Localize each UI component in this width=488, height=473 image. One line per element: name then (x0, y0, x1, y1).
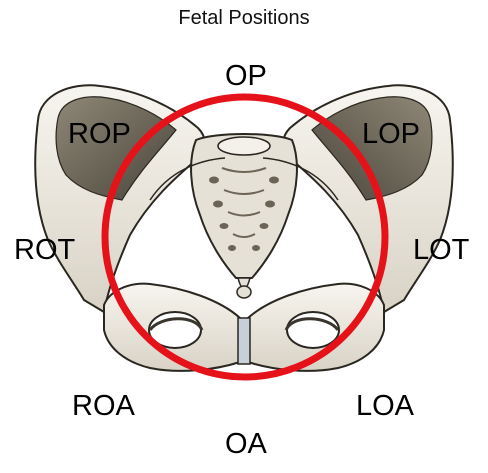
label-op: OP (225, 60, 267, 92)
label-loa: LOA (356, 390, 415, 422)
label-lot: LOT (413, 234, 470, 266)
diagram-title: Fetal Positions (178, 7, 310, 29)
label-rot: ROT (14, 234, 76, 266)
label-roa: ROA (72, 390, 135, 422)
label-oa: OA (225, 428, 267, 460)
label-rop: ROP (68, 118, 131, 150)
left-iliac-fossa (311, 96, 433, 201)
fetal-head-circle (101, 93, 389, 381)
sacrum (190, 133, 298, 279)
pubic-symphysis (237, 317, 251, 365)
right-iliac-fossa (55, 96, 177, 201)
label-lop: LOP (362, 118, 421, 150)
